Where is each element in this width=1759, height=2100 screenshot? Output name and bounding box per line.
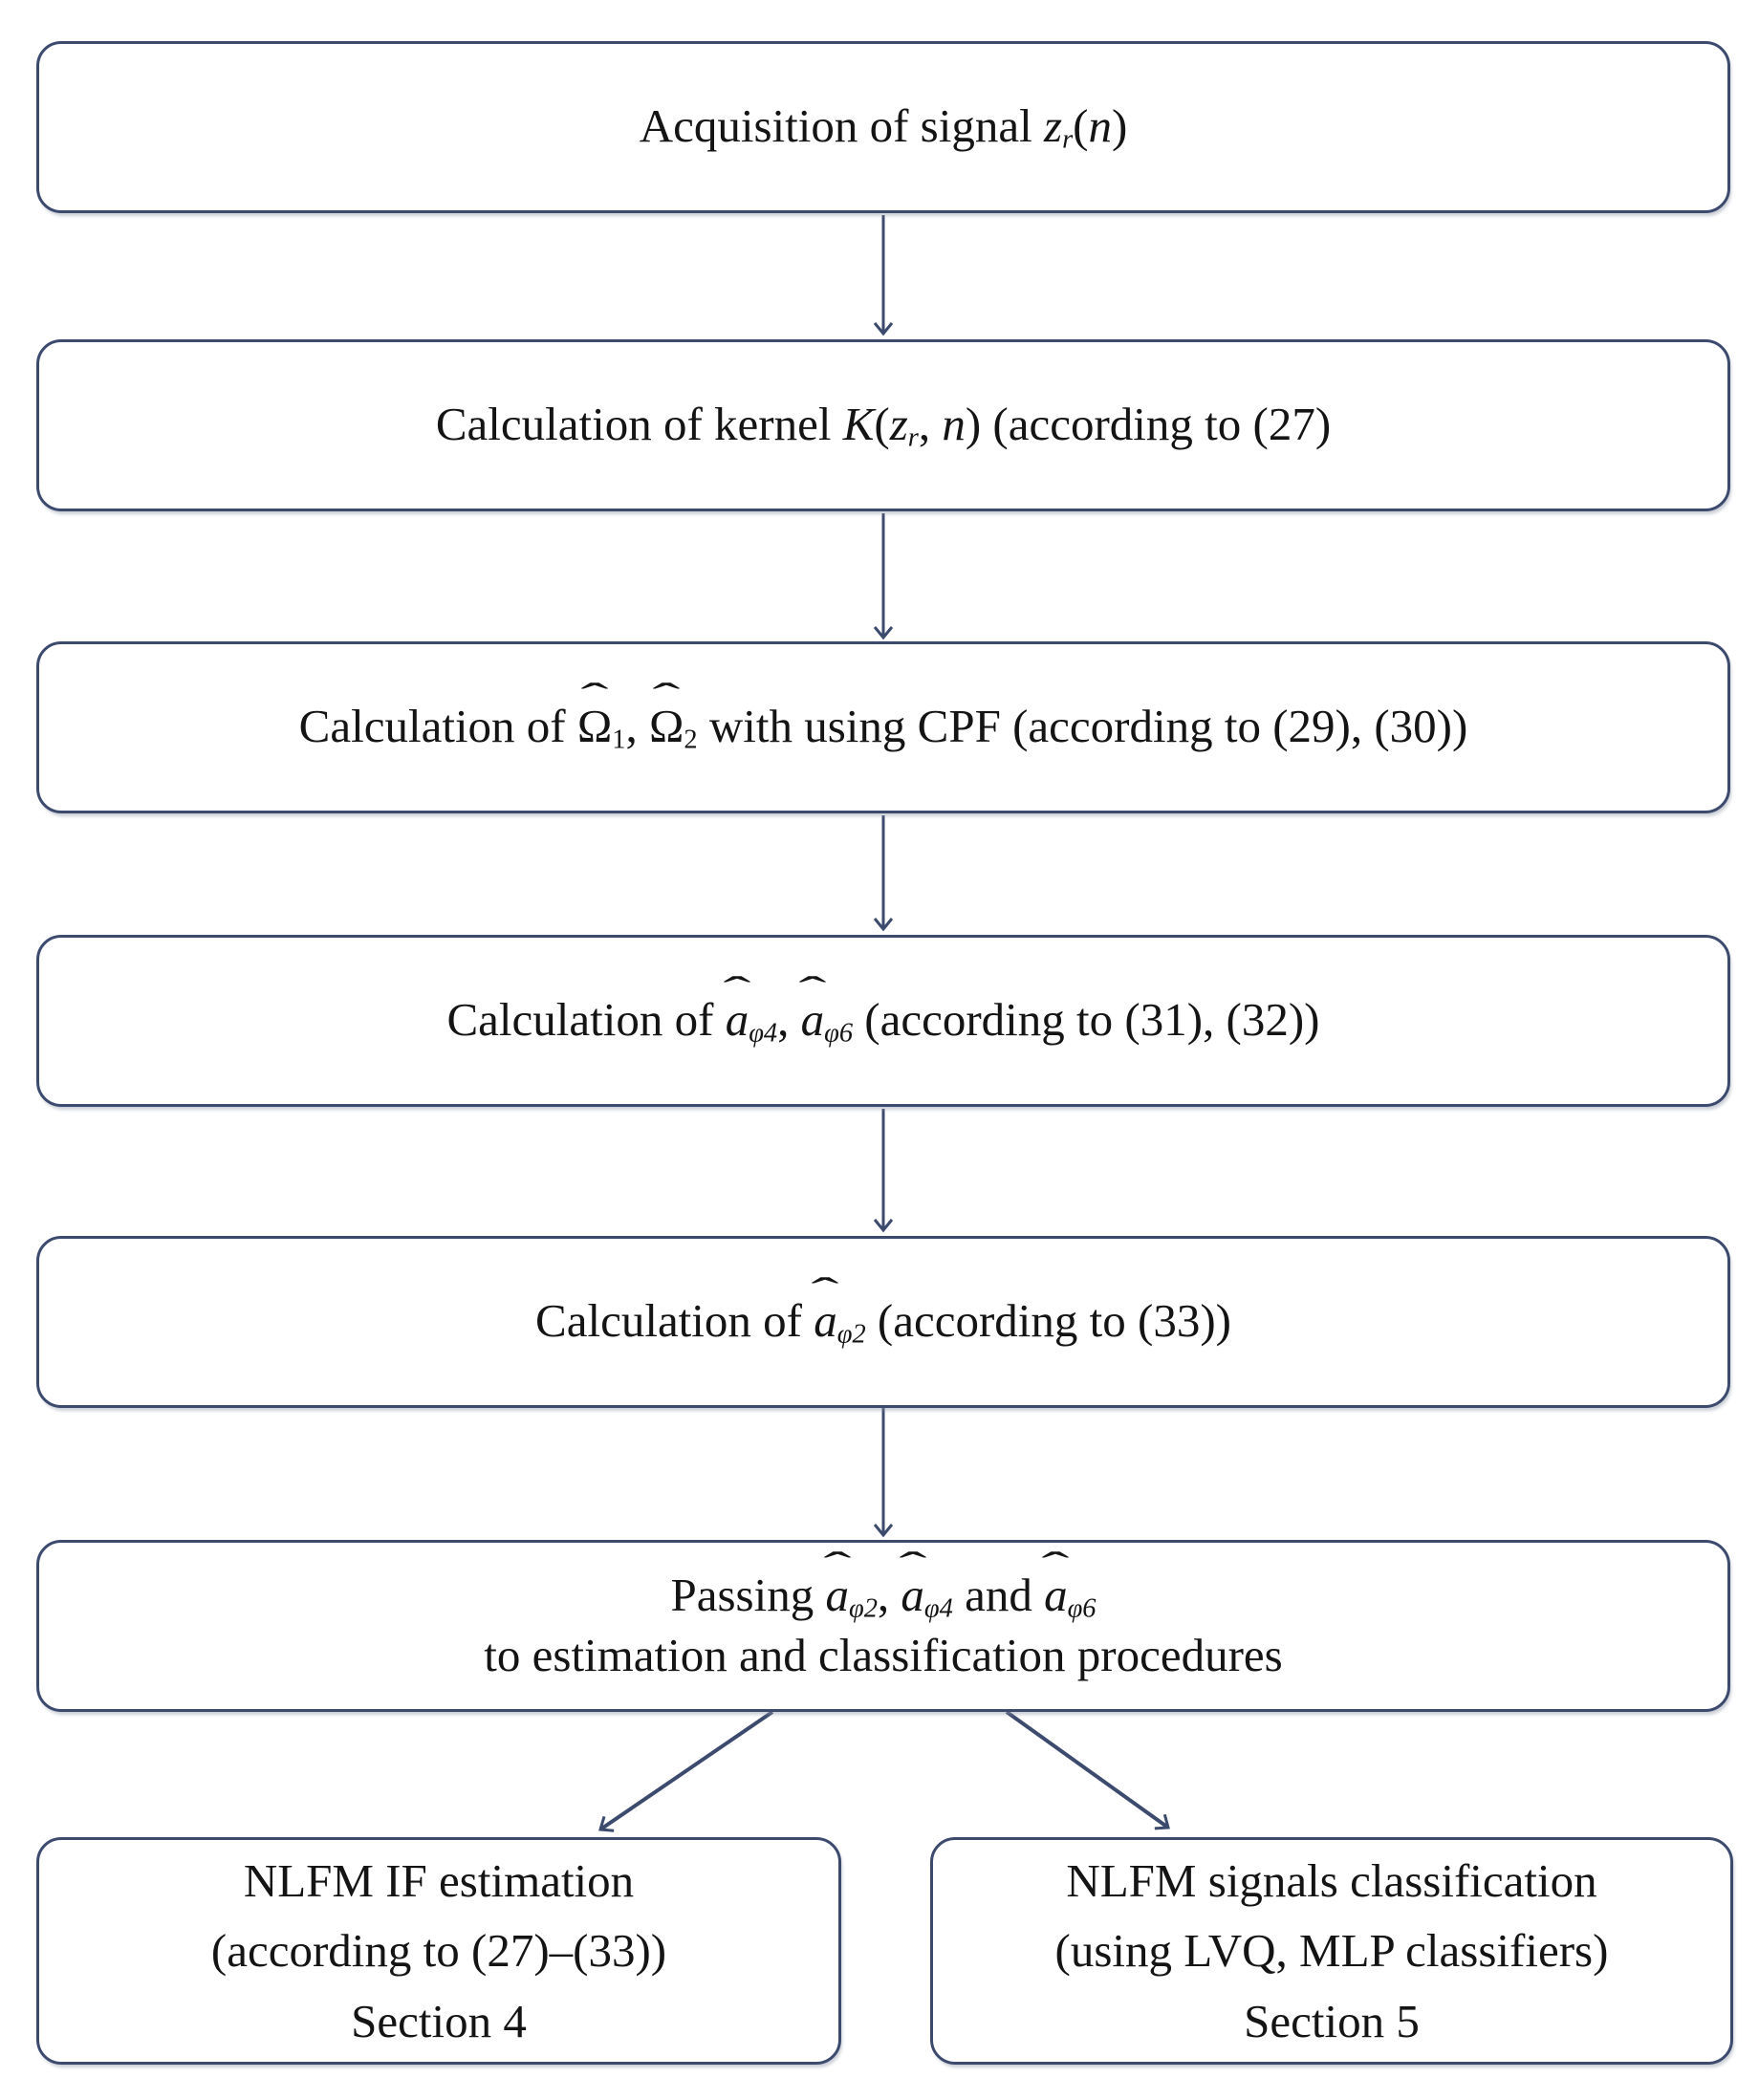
flow-step-a-phi2: Calculation of aφ2 (according to (33)) bbox=[36, 1236, 1730, 1408]
text-segment: Section 4 bbox=[351, 1994, 527, 2047]
text-segment: , bbox=[877, 1568, 901, 1621]
text-segment: z bbox=[889, 398, 908, 451]
text-line: Calculation of aφ2 (according to (33)) bbox=[535, 1291, 1231, 1353]
text-segment: a bbox=[726, 990, 749, 1050]
text-segment: a bbox=[814, 1291, 837, 1352]
text-segment: ) bbox=[1111, 99, 1128, 153]
text-line: Section 5 bbox=[1244, 1986, 1420, 2057]
text-line: Calculation of Ω1, Ω2 with using CPF (ac… bbox=[299, 697, 1468, 758]
text-segment: (using LVQ, MLP classifiers) bbox=[1054, 1924, 1609, 1978]
text-line: NLFM IF estimation bbox=[244, 1846, 634, 1916]
flow-step-nlfm-if-estimation: NLFM IF estimation (according to (27)–(33… bbox=[36, 1837, 841, 2065]
text-segment: 2 bbox=[684, 725, 698, 755]
text-segment: φ4 bbox=[749, 1018, 778, 1049]
text-segment: with using CPF (according to (29), (30)) bbox=[697, 700, 1468, 753]
text-segment: K bbox=[842, 398, 875, 451]
text-segment: NLFM signals classification bbox=[1066, 1853, 1597, 1907]
text-line: (according to (27)–(33)) bbox=[211, 1916, 666, 1986]
flow-step-acquisition: Acquisition of signal zr(n) bbox=[36, 41, 1730, 213]
text-segment: , bbox=[777, 993, 801, 1047]
text-segment: Calculation of bbox=[535, 1294, 814, 1348]
text-segment: Section 5 bbox=[1244, 1994, 1420, 2047]
text-segment: φ6 bbox=[824, 1018, 854, 1049]
text-segment: φ4 bbox=[923, 1593, 953, 1624]
text-segment: φ6 bbox=[1067, 1593, 1097, 1624]
flow-step-passing: Passing aφ2, aφ4 and aφ6to estimation an… bbox=[36, 1540, 1730, 1712]
text-segment: a bbox=[901, 1566, 924, 1626]
text-line: NLFM signals classification bbox=[1066, 1846, 1596, 1916]
text-segment: Ω bbox=[577, 697, 612, 757]
text-line: Calculation of kernel K(zr, n) (accordin… bbox=[436, 395, 1331, 456]
text-segment: ( bbox=[1073, 99, 1089, 153]
text-segment: φ2 bbox=[836, 1319, 866, 1350]
text-line: Passing aφ2, aφ4 and aφ6 bbox=[670, 1566, 1096, 1627]
arrow-passing-to-classification bbox=[1005, 1710, 1170, 1830]
text-segment: z bbox=[1043, 99, 1063, 153]
text-segment: r bbox=[907, 422, 919, 453]
flow-step-cpf: Calculation of Ω1, Ω2 with using CPF (ac… bbox=[36, 641, 1730, 813]
text-segment: a bbox=[1044, 1566, 1068, 1626]
flow-step-nlfm-classification: NLFM signals classification (using LVQ, M… bbox=[930, 1837, 1733, 2065]
text-segment: Acquisition of signal bbox=[639, 99, 1044, 153]
text-line: Section 4 bbox=[351, 1986, 527, 2057]
text-segment: ( bbox=[874, 398, 890, 451]
text-segment: (according to (31), (32)) bbox=[853, 993, 1320, 1047]
text-segment: r bbox=[1062, 124, 1074, 155]
text-line: (using LVQ, MLP classifiers) bbox=[1055, 1916, 1609, 1986]
text-segment: n bbox=[1088, 99, 1112, 153]
text-segment: Calculation of bbox=[298, 700, 577, 753]
text-segment: , bbox=[625, 700, 649, 753]
text-segment: 1 bbox=[612, 725, 626, 755]
text-segment: NLFM IF estimation bbox=[243, 1853, 635, 1907]
text-segment: φ2 bbox=[849, 1593, 878, 1624]
text-segment: ) (according to (27) bbox=[965, 398, 1332, 451]
text-segment: , bbox=[918, 398, 943, 451]
text-segment: Calculation of bbox=[446, 993, 726, 1047]
text-line: Acquisition of signal zr(n) bbox=[640, 97, 1128, 158]
flow-step-kernel: Calculation of kernel K(zr, n) (accordin… bbox=[36, 339, 1730, 511]
flow-step-a-phi4-phi6: Calculation of aφ4, aφ6 (according to (3… bbox=[36, 935, 1730, 1107]
arrow-passing-to-estimation bbox=[598, 1710, 774, 1832]
text-segment: Passing bbox=[670, 1568, 826, 1621]
text-segment: a bbox=[801, 990, 825, 1050]
text-segment: to estimation and classification procedu… bbox=[484, 1629, 1283, 1682]
text-segment: Calculation of kernel bbox=[435, 398, 843, 451]
text-segment: and bbox=[952, 1568, 1045, 1621]
text-segment: Ω bbox=[649, 697, 684, 757]
text-line: to estimation and classification procedu… bbox=[484, 1626, 1282, 1686]
text-segment: a bbox=[826, 1566, 850, 1626]
text-segment: (according to (33)) bbox=[865, 1294, 1231, 1348]
text-segment: n bbox=[942, 398, 966, 451]
text-segment: (according to (27)–(33)) bbox=[210, 1924, 667, 1978]
text-line: Calculation of aφ4, aφ6 (according to (3… bbox=[447, 990, 1320, 1051]
